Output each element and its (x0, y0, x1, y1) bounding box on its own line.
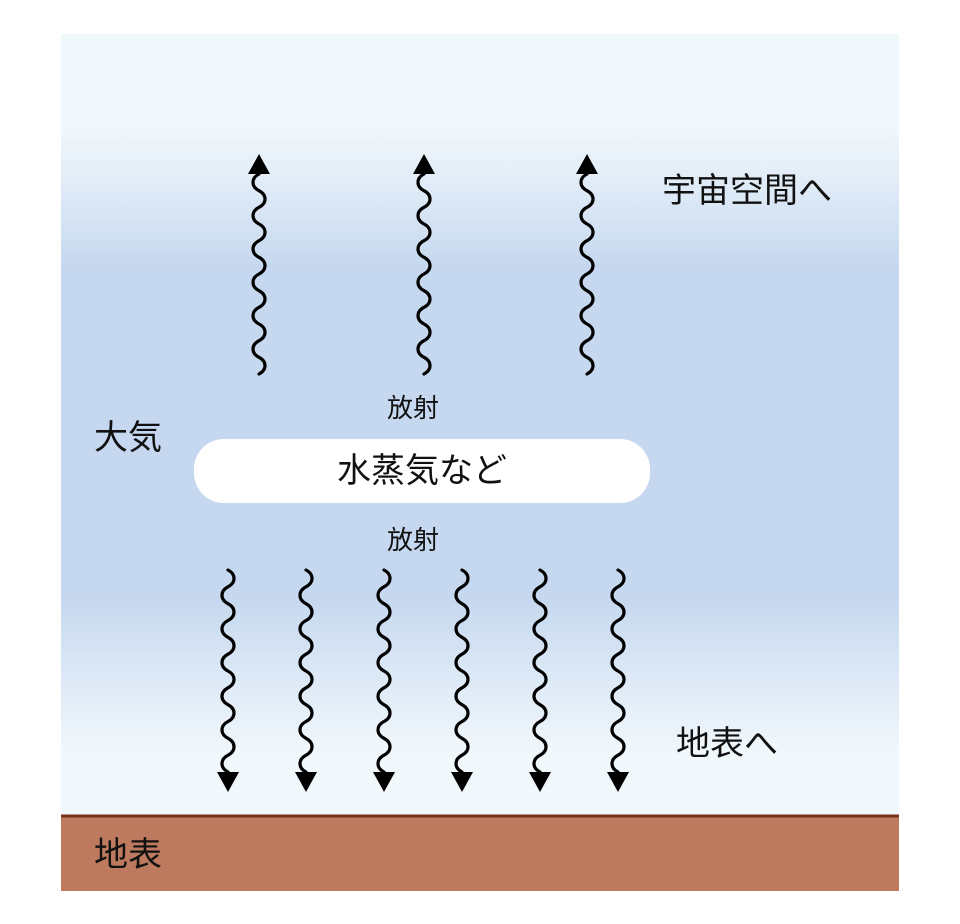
up-radiation-arrow-3 (576, 154, 598, 376)
down-radiation-arrow-1 (217, 568, 239, 792)
ground-label: 地表 (94, 835, 162, 875)
up-radiation-arrow-2 (413, 154, 435, 376)
wavy-line (220, 568, 236, 774)
to-space-label: 宇宙空間へ (662, 171, 832, 211)
radiation-up-label: 放射 (387, 394, 440, 424)
wavy-line (532, 568, 548, 774)
atmosphere-label: 大気 (94, 418, 162, 458)
wavy-line (376, 568, 392, 774)
arrowhead-down-icon (529, 772, 551, 792)
down-radiation-arrow-2 (295, 568, 317, 792)
wavy-line (610, 568, 626, 774)
wavy-line (298, 568, 314, 774)
arrowhead-down-icon (373, 772, 395, 792)
down-radiation-arrow-4 (451, 568, 473, 792)
water-vapor-box: 水蒸気など (194, 439, 650, 503)
to-ground-label: 地表へ (676, 724, 778, 764)
ground-region (61, 816, 899, 891)
arrowhead-down-icon (451, 772, 473, 792)
arrowhead-up-icon (248, 154, 270, 174)
arrowhead-up-icon (413, 154, 435, 174)
down-radiation-arrow-3 (373, 568, 395, 792)
water-vapor-label: 水蒸気など (337, 451, 507, 491)
wavy-line (454, 568, 470, 774)
down-radiation-arrow-5 (529, 568, 551, 792)
down-radiation-arrow-6 (607, 568, 629, 792)
arrowhead-down-icon (295, 772, 317, 792)
radiation-down-label: 放射 (387, 526, 440, 556)
arrowhead-up-icon (576, 154, 598, 174)
up-radiation-arrow-1 (248, 154, 270, 376)
arrowhead-down-icon (607, 772, 629, 792)
wavy-line (579, 172, 595, 376)
wavy-line (251, 172, 267, 376)
radiation-arrows (217, 154, 629, 792)
arrowhead-down-icon (217, 772, 239, 792)
atmosphere-region (61, 34, 899, 816)
wavy-line (416, 172, 432, 376)
